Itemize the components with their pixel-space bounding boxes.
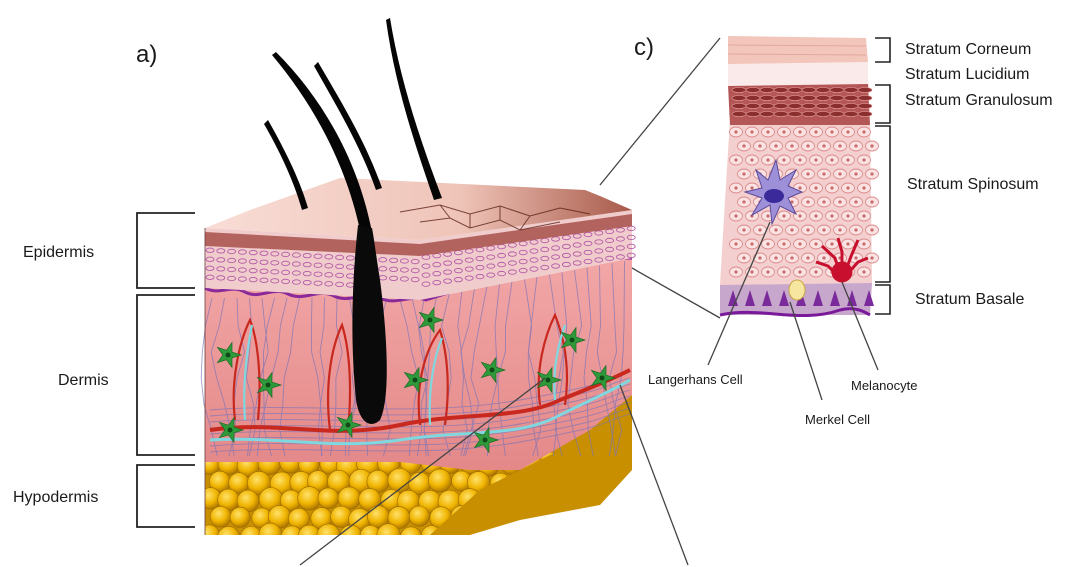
- dermis-label: Dermis: [58, 372, 109, 389]
- basale-bracket: [875, 285, 890, 314]
- dermis-bracket: [137, 295, 195, 455]
- epidermis-bracket: [137, 213, 195, 288]
- stratum-corneum-region: [728, 36, 868, 64]
- epidermis-detail: [720, 36, 879, 316]
- epidermis-label: Epidermis: [23, 244, 94, 261]
- stratum-corneum-label: Stratum Corneum: [905, 41, 1031, 58]
- stratum-lucidium-label: Stratum Lucidium: [905, 66, 1030, 83]
- hypodermis-label: Hypodermis: [13, 489, 98, 506]
- corneum-bracket: [875, 38, 890, 62]
- stratum-basale-label: Stratum Basale: [915, 291, 1024, 308]
- merkel-label: Merkel Cell: [805, 412, 870, 427]
- granulosum-bracket: [875, 85, 890, 123]
- melanocyte-label: Melanocyte: [851, 378, 917, 393]
- panel-a-label: a): [136, 41, 157, 68]
- panel-c-label: c): [634, 34, 654, 61]
- merkel-cell: [789, 280, 805, 300]
- stratum-lucidium-region: [728, 60, 868, 86]
- zoom-line-bottom: [632, 268, 720, 318]
- layer-brackets: [137, 213, 195, 527]
- stratum-granulosum-label: Stratum Granulosum: [905, 92, 1053, 109]
- langerhans-label: Langerhans Cell: [648, 372, 743, 387]
- zoom-line-top: [600, 38, 720, 185]
- pointer-dermis-d: [620, 385, 688, 565]
- stratum-spinosum-label: Stratum Spinosum: [907, 176, 1039, 193]
- hypodermis-bracket: [137, 465, 195, 527]
